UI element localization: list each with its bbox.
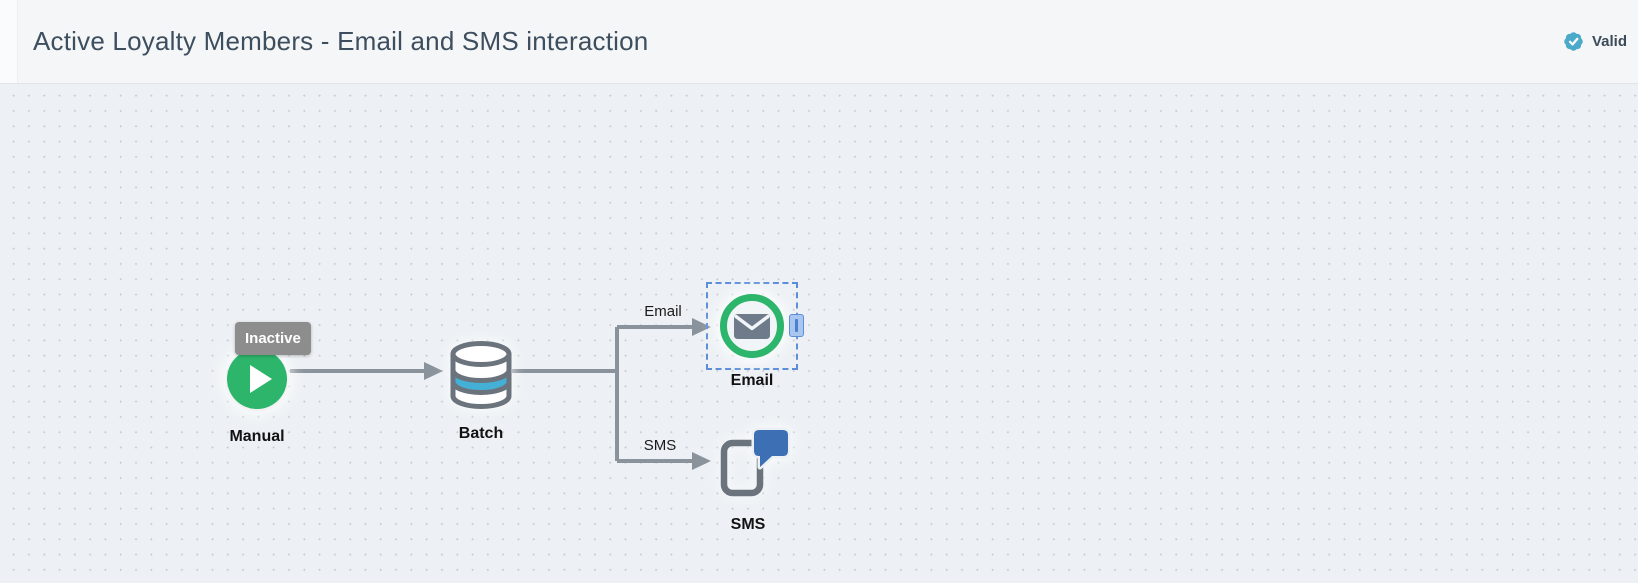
edge-label-email: Email [644, 303, 682, 320]
edge-manual-batch [290, 362, 443, 380]
envelope-icon [734, 313, 770, 339]
status-label: Valid [1591, 33, 1627, 50]
play-icon [249, 365, 272, 393]
node-label-email: Email [730, 372, 774, 389]
node-sms[interactable] [714, 426, 792, 498]
email-connector-handle[interactable] [789, 314, 804, 337]
edge-sms-arrowhead [692, 452, 711, 470]
node-label-sms: SMS [730, 516, 766, 533]
node-label-batch: Batch [458, 425, 504, 442]
journey-canvas[interactable]: Email SMS Inactive Manual Batch Email SM… [0, 84, 1638, 583]
phone-message-icon [720, 427, 791, 497]
header-left-edge [0, 0, 18, 83]
node-manual[interactable] [227, 349, 287, 409]
flow-edges [290, 318, 711, 470]
email-ring [720, 294, 784, 358]
status-badge: Valid [1562, 0, 1627, 83]
node-email[interactable] [706, 282, 798, 370]
seal-check-icon [1564, 32, 1583, 51]
journey-header: Active Loyalty Members - Email and SMS i… [0, 0, 1638, 84]
page-title: Active Loyalty Members - Email and SMS i… [33, 26, 649, 56]
node-batch[interactable] [448, 339, 514, 411]
edge-batch-split [512, 318, 711, 470]
node-label-manual: Manual [229, 428, 285, 445]
inactive-status-tooltip: Inactive [235, 322, 311, 355]
database-icon [450, 341, 512, 409]
edge-label-sms: SMS [643, 437, 677, 454]
edge-email-arrowhead [692, 318, 711, 336]
